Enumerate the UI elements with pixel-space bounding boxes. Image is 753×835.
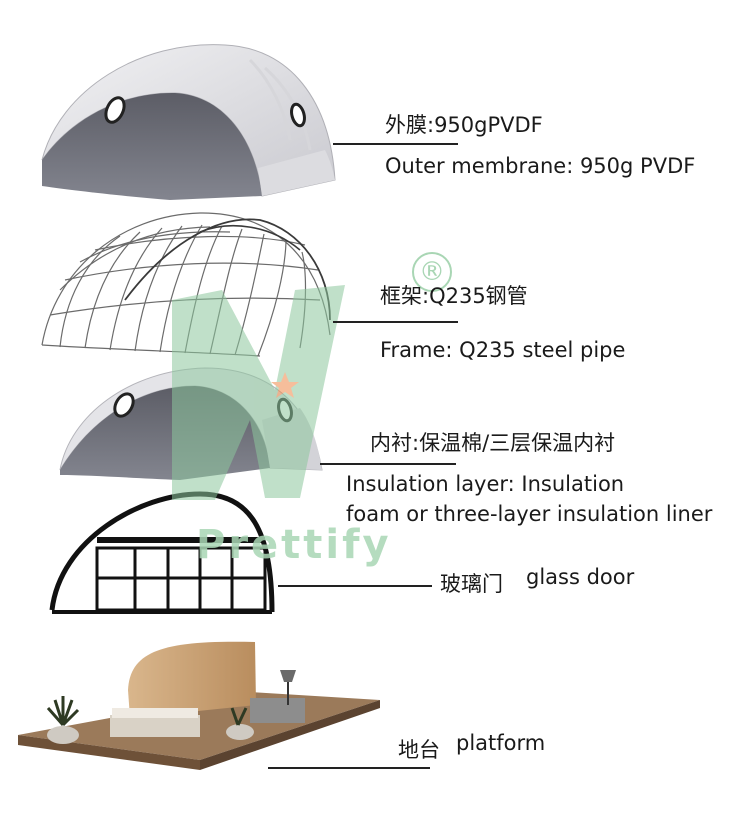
watermark-text: Prettify [196,522,392,568]
outer-membrane-label-en: Outer membrane: 950g PVDF [385,154,696,178]
frame-label-en: Frame: Q235 steel pipe [380,338,626,362]
glass-door-label-cn: 玻璃门 [440,572,503,596]
leader-lines [268,143,458,769]
glass-door-label-en: glass door [526,565,635,589]
outer-membrane-shell [41,44,336,200]
watermark-logo [172,285,345,500]
platform-label-cn: 地台 [398,738,440,762]
insulation-label-en-line2: foam or three-layer insulation liner [346,502,713,526]
platform-furnished [18,641,380,770]
frame-label-cn: 框架:Q235钢管 [380,284,528,308]
insulation-label-en-line1: Insulation layer: Insulation [346,472,625,496]
outer-membrane-label-cn: 外膜:950gPVDF [385,113,543,137]
glass-door-frame [49,491,275,614]
insulation-label-cn: 内衬:保温棉/三层保温内衬 [370,431,616,455]
watermark-registered-mark: ® [412,252,452,292]
platform-label-en: platform [456,731,546,755]
steel-frame [41,212,331,357]
